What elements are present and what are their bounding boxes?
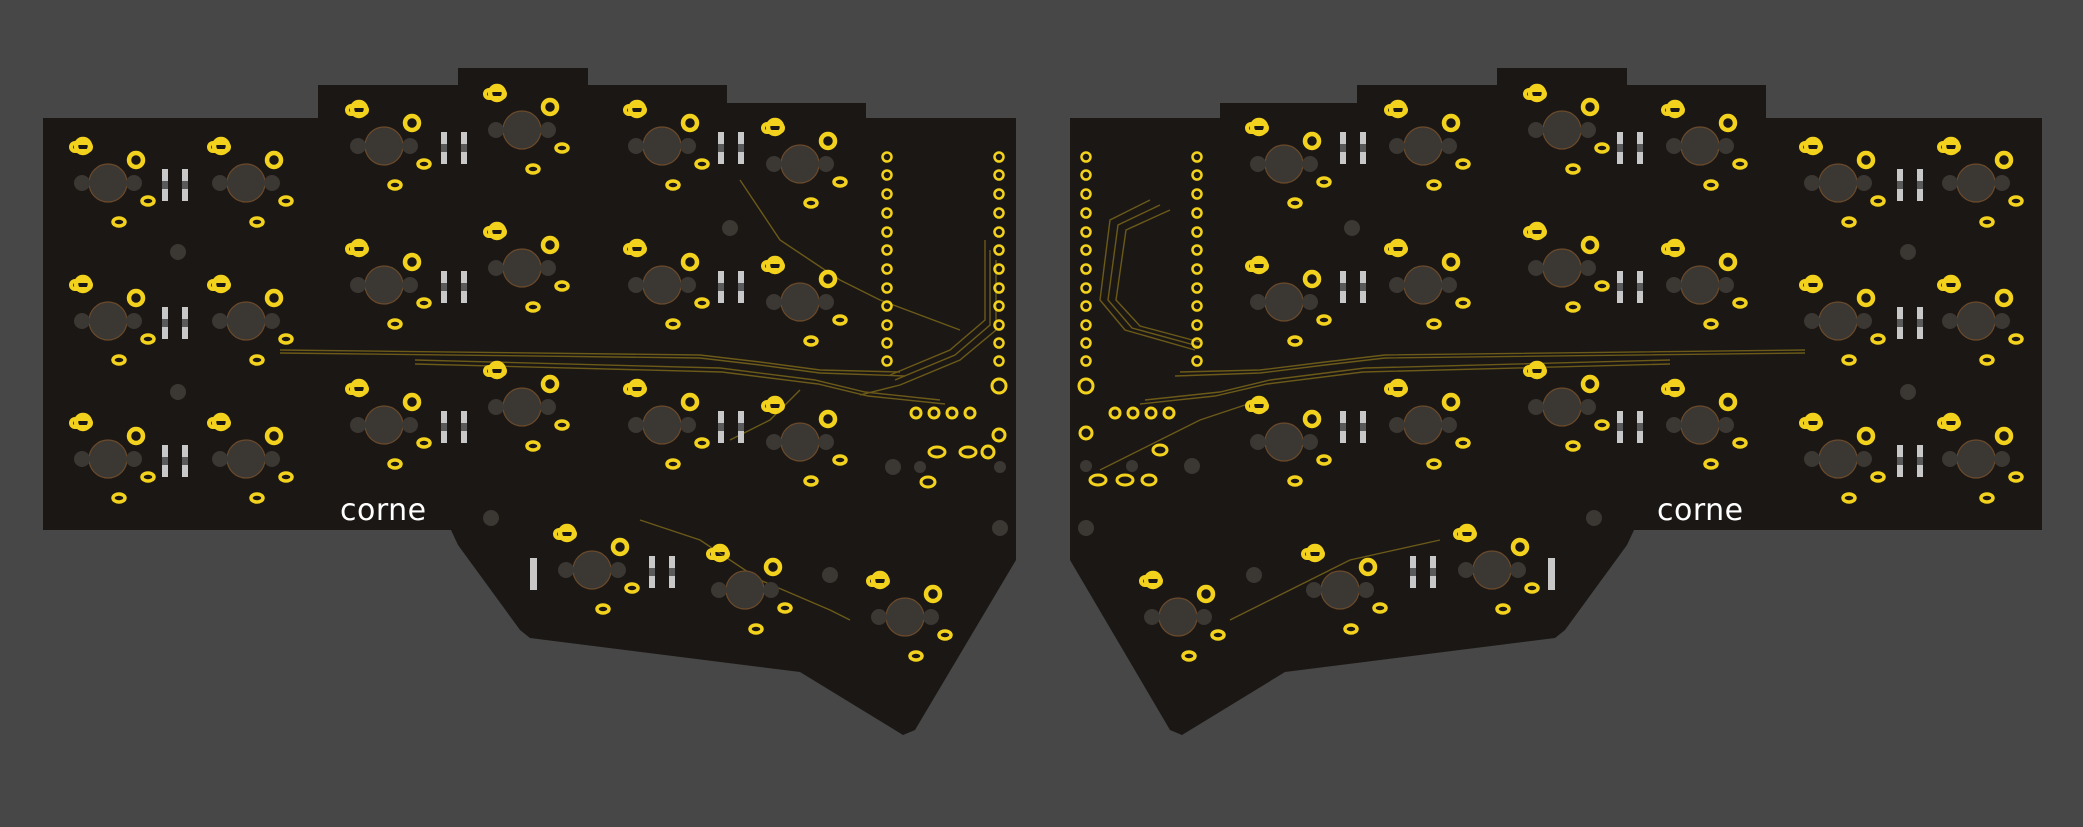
right-traces [1099, 199, 1806, 621]
left-pcb: corne [43, 68, 1016, 735]
right-brand-label: corne [1657, 493, 1744, 528]
right-pcb: corne [1070, 68, 2042, 735]
left-brand-label: corne [340, 493, 427, 528]
